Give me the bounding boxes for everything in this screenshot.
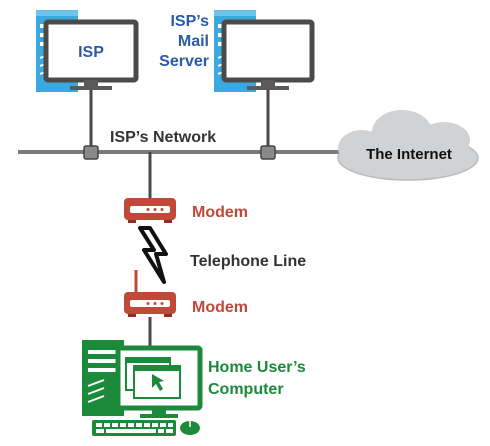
home-monitor-icon: [115, 345, 203, 418]
mail-server-label-line3: Server: [159, 53, 209, 70]
telephone-line-label: Telephone Line: [190, 253, 306, 270]
internet-label: The Internet: [366, 146, 452, 163]
lightning-icon: [138, 226, 168, 284]
home-user-label-line2: Computer: [208, 381, 284, 398]
mail-server-label-line2: Mail: [178, 33, 209, 50]
network-tap-isp: [83, 145, 99, 160]
modem-bottom-label: Modem: [192, 299, 248, 316]
mail-monitor-icon: [221, 19, 315, 90]
modem-top-label: Modem: [192, 204, 248, 221]
keyboard-icon: [92, 420, 176, 436]
home-user-label-line1: Home User’s: [208, 359, 306, 376]
network-label: ISP’s Network: [110, 129, 216, 146]
mail-server-label-line1: ISP’s: [170, 13, 209, 30]
modem-bottom-icon: [124, 270, 176, 317]
cloud-icon: [337, 110, 479, 181]
network-tap-mail: [260, 145, 276, 160]
isp-monitor-icon: [43, 19, 139, 90]
mouse-icon: [180, 421, 200, 435]
isp-label: ISP: [78, 44, 104, 61]
modem-top-icon: [124, 198, 176, 223]
cursor-icon: [152, 374, 164, 391]
